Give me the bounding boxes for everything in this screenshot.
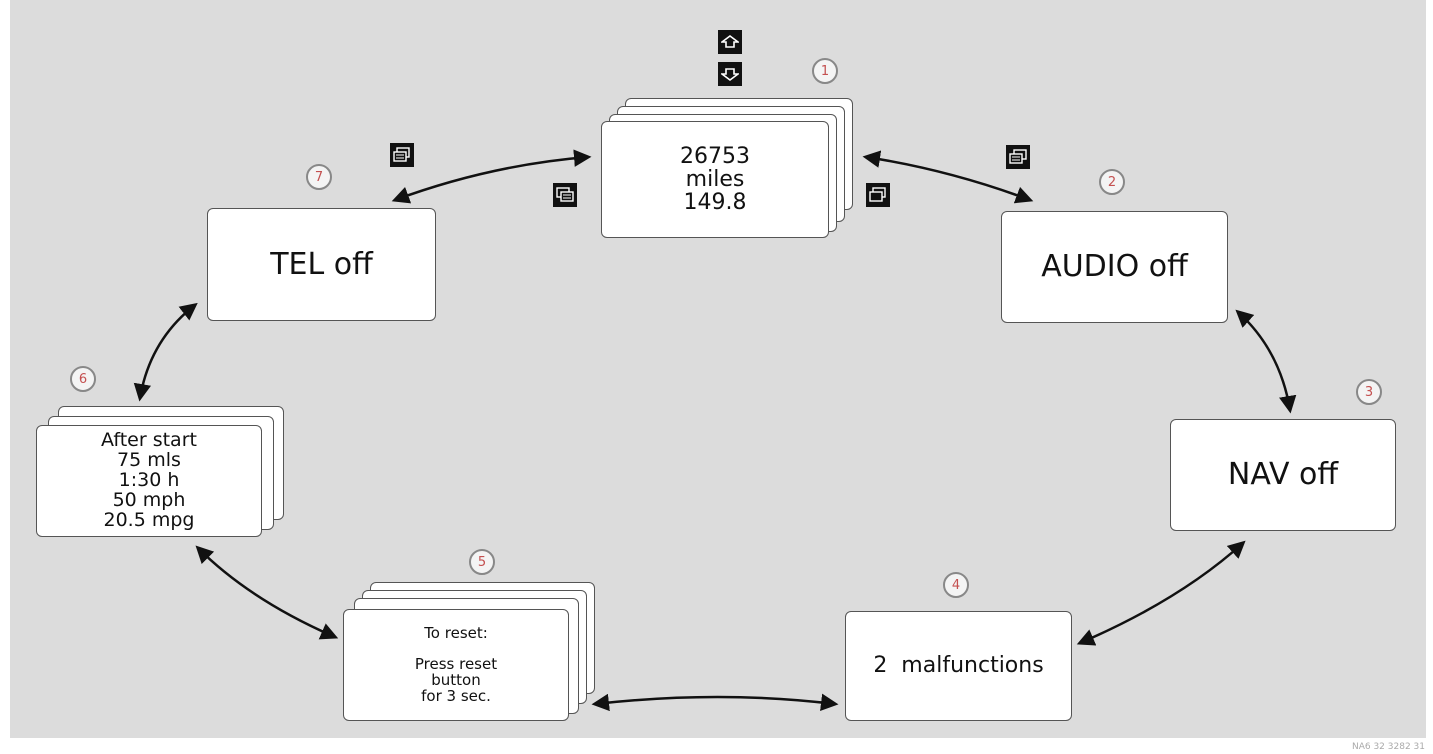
- malfunctions-screen: 2 malfunctions: [845, 611, 1072, 721]
- arrow-up-icon[interactable]: [718, 30, 742, 54]
- audio-label: AUDIO off: [1041, 249, 1188, 285]
- step-badge-6: 6: [70, 366, 96, 392]
- step-badge-7: 7: [306, 164, 332, 190]
- trip-time: 1:30 h: [118, 469, 180, 492]
- figure-code: NA6 32 3282 31: [1351, 742, 1425, 752]
- page-stack-icon[interactable]: [1006, 145, 1030, 169]
- odometer-screen: 26753 miles 149.8: [601, 121, 829, 238]
- audio-screen: AUDIO off: [1001, 211, 1228, 323]
- step-badge-4: 4: [943, 572, 969, 598]
- step-badge-5: 5: [469, 549, 495, 575]
- reset-duration: for 3 sec.: [421, 686, 491, 705]
- page-stack-icon[interactable]: [390, 143, 414, 167]
- trip-title: After start: [101, 429, 197, 452]
- odometer-unit: miles: [685, 166, 745, 192]
- trip-distance: 75 mls: [117, 449, 181, 472]
- trip-consumption: 20.5 mpg: [103, 508, 195, 531]
- page-stack-icon[interactable]: [553, 183, 577, 207]
- reset-screen: To reset: Press reset button for 3 sec.: [343, 609, 569, 721]
- reset-title: To reset:: [424, 623, 488, 642]
- tel-label: TEL off: [270, 246, 373, 282]
- step-badge-2: 2: [1099, 169, 1125, 195]
- trip-speed: 50 mph: [112, 488, 186, 511]
- reset-instruction: Press reset: [414, 655, 498, 674]
- malfunctions-label: 2 malfunctions: [873, 653, 1044, 679]
- nav-label: NAV off: [1227, 457, 1339, 493]
- odometer-trip: 149.8: [683, 190, 747, 216]
- step-badge-3: 3: [1356, 379, 1382, 405]
- arrow-down-icon[interactable]: [718, 62, 742, 86]
- page-stack-icon[interactable]: [866, 183, 890, 207]
- tel-screen: TEL off: [207, 208, 436, 321]
- reset-button-text: button: [431, 671, 481, 689]
- trip-screen: After start 75 mls 1:30 h 50 mph 20.5 mp…: [36, 425, 262, 537]
- nav-screen: NAV off: [1170, 419, 1396, 531]
- step-badge-1: 1: [812, 58, 838, 84]
- odometer-value: 26753: [680, 143, 750, 169]
